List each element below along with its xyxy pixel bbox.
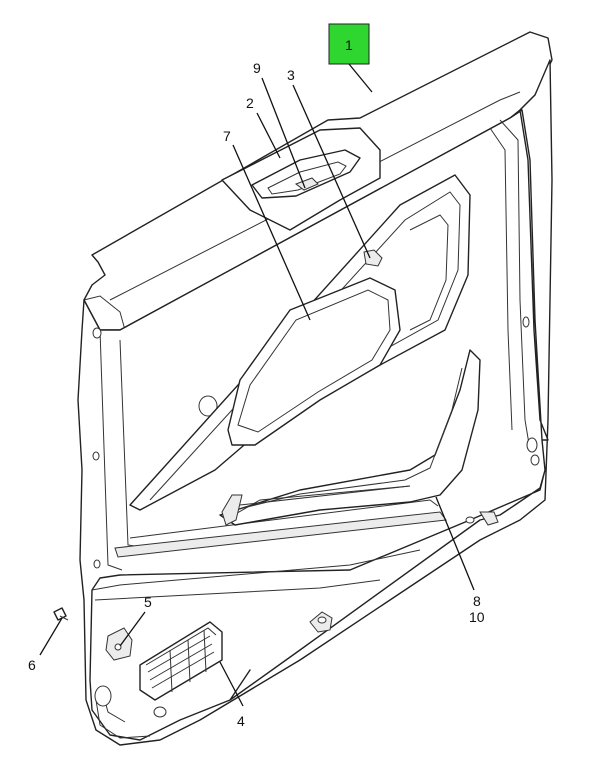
callout-6[interactable]: 6 bbox=[28, 657, 36, 673]
map-pocket bbox=[219, 349, 481, 526]
callout-10[interactable]: 10 bbox=[469, 609, 485, 625]
callout-8[interactable]: 8 bbox=[473, 593, 481, 609]
callout-1[interactable]: 1 bbox=[345, 37, 353, 53]
callout-3[interactable]: 3 bbox=[287, 67, 295, 83]
retainer-clip bbox=[105, 627, 133, 661]
callout-4[interactable]: 4 bbox=[237, 713, 245, 729]
callout-labels: 1 2 3 4 5 6 7 8 9 10 bbox=[28, 37, 485, 729]
bottom-hole bbox=[94, 685, 112, 707]
callout-7[interactable]: 7 bbox=[223, 128, 231, 144]
leader-lines bbox=[39, 63, 475, 707]
grab-handle-opening bbox=[227, 277, 401, 446]
armrest-recess bbox=[129, 174, 471, 511]
speaker-grille bbox=[139, 621, 223, 701]
screw bbox=[53, 607, 69, 621]
callout-2[interactable]: 2 bbox=[246, 95, 254, 111]
callout-9[interactable]: 9 bbox=[253, 60, 261, 76]
callout-1-highlight bbox=[328, 23, 370, 65]
callout-5[interactable]: 5 bbox=[144, 594, 152, 610]
